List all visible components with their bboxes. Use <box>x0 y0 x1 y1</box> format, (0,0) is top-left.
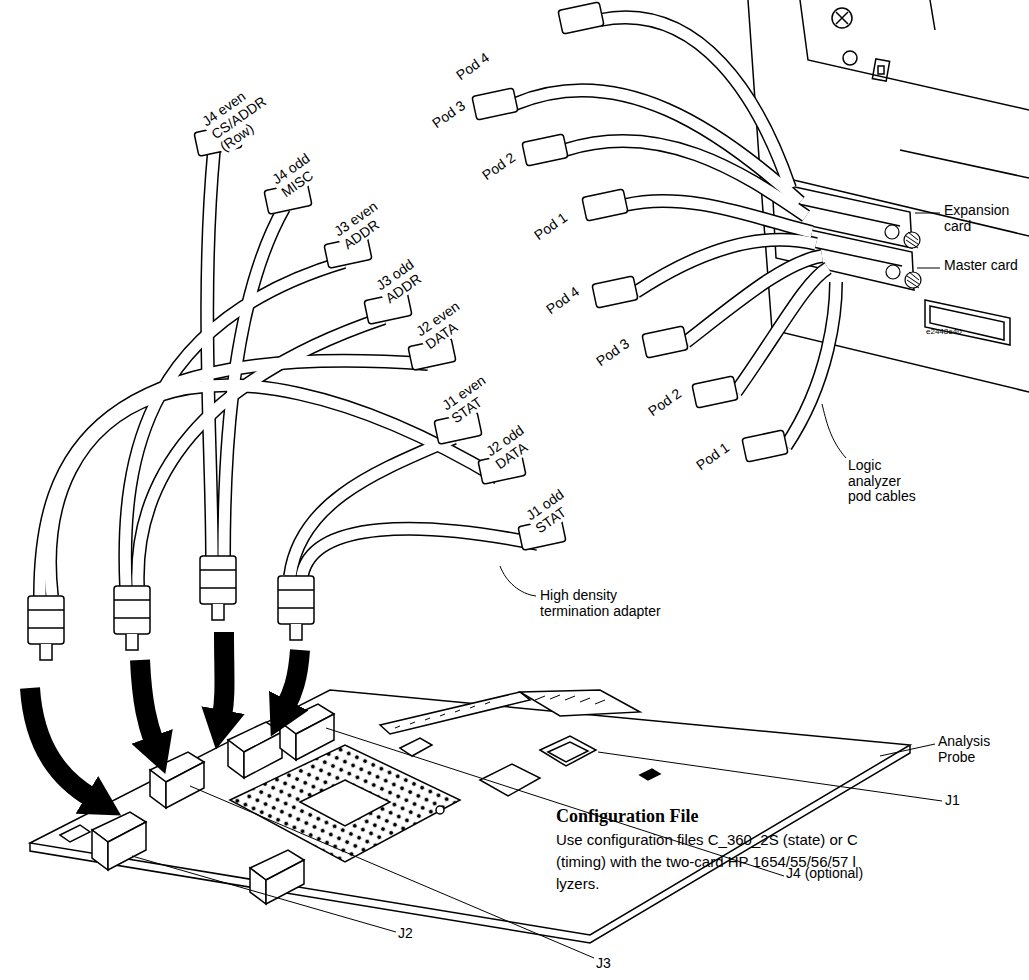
cable-label: J4 even CS/ADDR (Row) <box>198 73 289 156</box>
section-heading: Configuration File <box>556 806 699 826</box>
connector-label: J1 <box>945 793 960 809</box>
part-label: Analysis Probe <box>938 734 1018 765</box>
body-text: Use configuration files C_360_2S (state)… <box>556 832 858 849</box>
pod-label: Pod 1 <box>530 209 572 245</box>
cable-label: J4 odd MISC <box>268 131 350 201</box>
part-label: High density termination adapter <box>540 588 690 619</box>
cable-label: J3 even ADDR <box>330 183 412 253</box>
cable-label: J3 odd ADDR <box>372 237 454 307</box>
figure-id: e2448e40 <box>926 328 962 337</box>
part-label: Logic analyzer pod cables <box>848 458 928 505</box>
pod-label: Pod 3 <box>428 97 470 133</box>
part-label: Expansion card <box>944 203 1024 234</box>
connector-label: J3 <box>596 956 611 972</box>
cable-label: J1 even STAT <box>438 357 520 427</box>
pod-label: Pod 4 <box>452 49 494 85</box>
part-label: Master card <box>944 258 1024 274</box>
body-text: lyzers. <box>556 876 599 893</box>
pod-label: Pod 4 <box>542 283 584 319</box>
pod-label: Pod 2 <box>644 385 686 421</box>
body-text: (timing) with the two-card HP 1654/55/56… <box>556 854 856 871</box>
cable-label: J1 odd STAT <box>522 467 604 537</box>
pod-label: Pod 1 <box>692 439 734 475</box>
pod-label: Pod 2 <box>478 149 520 185</box>
pod-label: Pod 3 <box>592 335 634 371</box>
cable-label: J2 odd DATA <box>482 403 564 473</box>
cable-label: J2 even DATA <box>412 283 494 353</box>
connector-label: J2 <box>398 926 413 942</box>
